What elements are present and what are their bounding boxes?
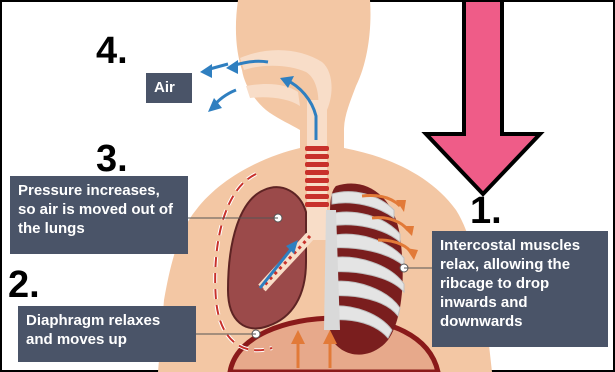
- intercostal-label: Intercostal muscles relax, allowing the …: [432, 231, 608, 347]
- step-number-4: 4.: [96, 32, 128, 70]
- step-number-3: 3.: [96, 140, 128, 178]
- diaphragm-label: Diaphragm relaxes and moves up: [18, 306, 196, 362]
- large-down-arrow: [426, 0, 540, 194]
- step-number-1: 1.: [470, 192, 502, 230]
- pressure-label: Pressure increases, so air is moved out …: [10, 176, 188, 254]
- air-label: Air: [146, 73, 192, 103]
- step-number-2: 2.: [8, 266, 40, 304]
